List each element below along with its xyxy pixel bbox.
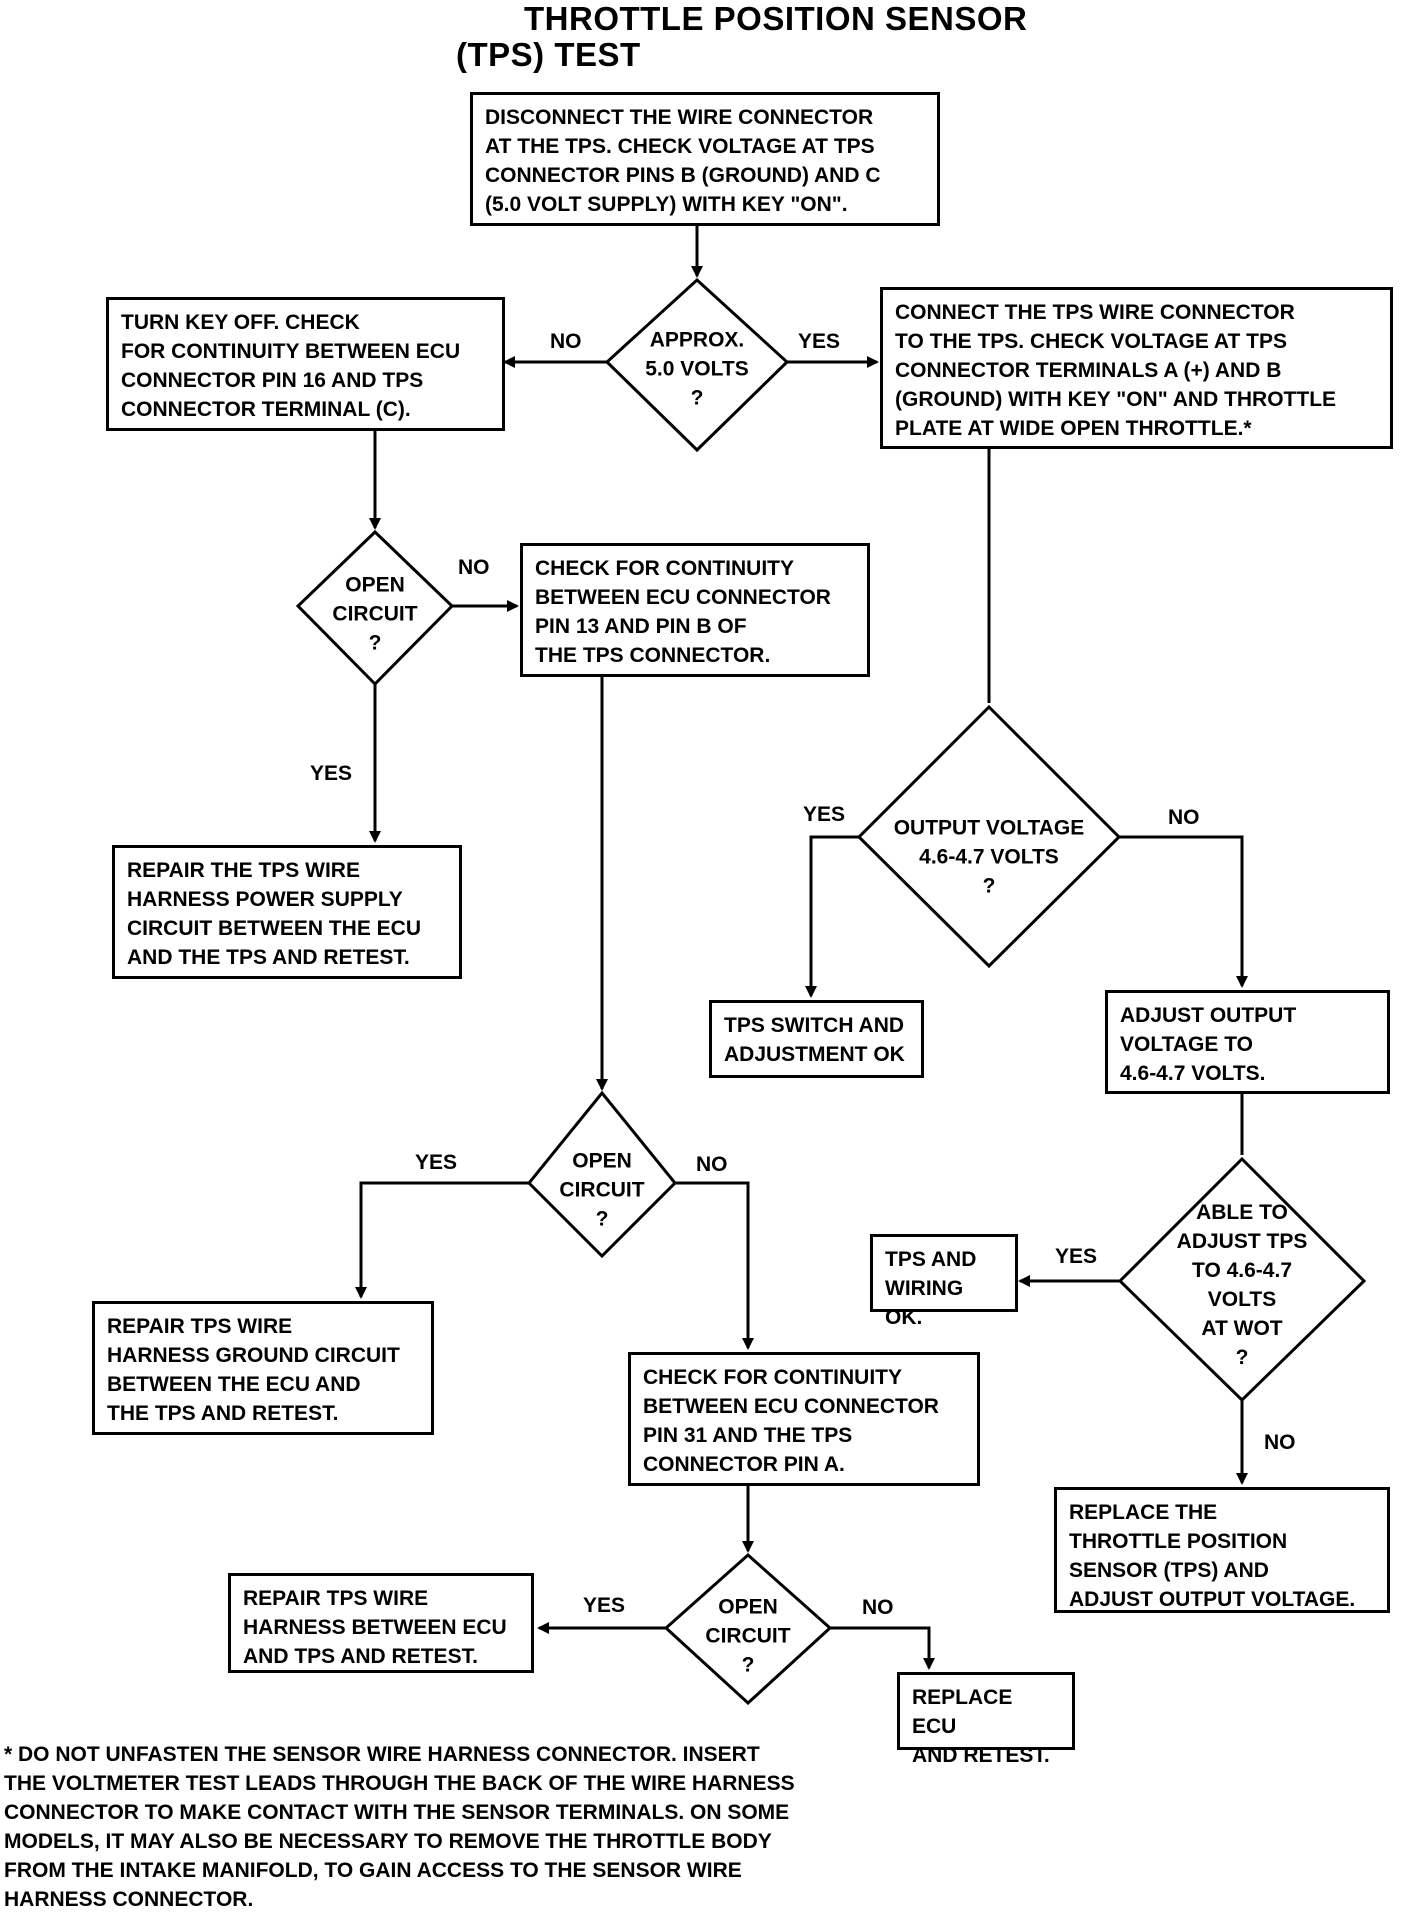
step-check-pin-13: CHECK FOR CONTINUITY BETWEEN ECU CONNECT… <box>520 543 870 677</box>
decision-open-circuit-3-text: OPEN CIRCUIT ? <box>705 1595 791 1677</box>
label-open1-yes: YES <box>310 762 353 785</box>
step-repair-power-supply: REPAIR THE TPS WIRE HARNESS POWER SUPPLY… <box>112 845 462 979</box>
label-approx-yes: YES <box>798 330 841 353</box>
step-repair-ground-circuit: REPAIR TPS WIRE HARNESS GROUND CIRCUIT B… <box>92 1301 434 1435</box>
footnote: * DO NOT UNFASTEN THE SENSOR WIRE HARNES… <box>4 1743 795 1911</box>
step-replace-ecu: REPLACE ECU AND RETEST. <box>897 1672 1075 1767</box>
arrow-open2-yes <box>355 1181 529 1299</box>
label-able-no: NO <box>1264 1431 1296 1454</box>
label-output-no: NO <box>1168 806 1200 829</box>
decision-open-circuit-3-diamond <box>663 1552 833 1706</box>
result-tps-switch-ok: TPS SWITCH AND ADJUSTMENT OK <box>709 1000 924 1078</box>
decision-output-voltage-text: OUTPUT VOLTAGE 4.6-4.7 VOLTS ? <box>893 816 1085 898</box>
step-connect-tps: CONNECT THE TPS WIRE CONNECTOR TO THE TP… <box>880 287 1393 449</box>
arrow-open2-no <box>675 1181 754 1350</box>
step-repair-harness: REPAIR TPS WIRE HARNESS BETWEEN ECU AND … <box>228 1573 534 1673</box>
decision-open-circuit-2-text: OPEN CIRCUIT ? <box>559 1149 645 1231</box>
label-able-yes: YES <box>1055 1245 1098 1268</box>
arrow-output-yes <box>805 835 859 998</box>
result-tps-wiring-ok: TPS AND WIRING OK. <box>870 1234 1018 1329</box>
decision-open-circuit-1-diamond <box>295 529 455 687</box>
label-open3-no: NO <box>862 1596 894 1619</box>
label-approx-no: NO <box>550 330 582 353</box>
arrow-open3-no <box>830 1626 935 1670</box>
step-replace-tps: REPLACE THE THROTTLE POSITION SENSOR (TP… <box>1054 1487 1390 1613</box>
step-disconnect-connector: DISCONNECT THE WIRE CONNECTOR AT THE TPS… <box>470 92 940 226</box>
decision-approx-5v-text: APPROX. 5.0 VOLTS ? <box>645 328 749 410</box>
decision-output-voltage-diamond <box>856 704 1122 969</box>
decision-open-circuit-2-diamond <box>526 1090 678 1259</box>
step-turn-key-off: TURN KEY OFF. CHECK FOR CONTINUITY BETWE… <box>106 297 505 431</box>
title-line-2: (TPS) TEST <box>456 36 641 73</box>
label-output-yes: YES <box>803 803 846 826</box>
decision-open-circuit-1-text: OPEN CIRCUIT ? <box>332 573 418 655</box>
decision-approx-5v-diamond <box>604 277 790 453</box>
label-open1-no: NO <box>458 556 490 579</box>
label-open2-no: NO <box>696 1153 728 1176</box>
decision-able-to-adjust-text: ABLE TO ADJUST TPS TO 4.6-4.7 VOLTS AT W… <box>1176 1201 1308 1369</box>
step-check-pin-31: CHECK FOR CONTINUITY BETWEEN ECU CONNECT… <box>628 1352 980 1486</box>
label-open3-yes: YES <box>583 1594 626 1617</box>
title-line-1: THROTTLE POSITION SENSOR <box>524 0 1028 37</box>
step-adjust-output-voltage: ADJUST OUTPUT VOLTAGE TO 4.6-4.7 VOLTS. <box>1105 990 1390 1094</box>
arrow-output-no <box>1119 835 1248 988</box>
decision-able-to-adjust-diamond <box>1117 1156 1367 1403</box>
label-open2-yes: YES <box>415 1151 458 1174</box>
